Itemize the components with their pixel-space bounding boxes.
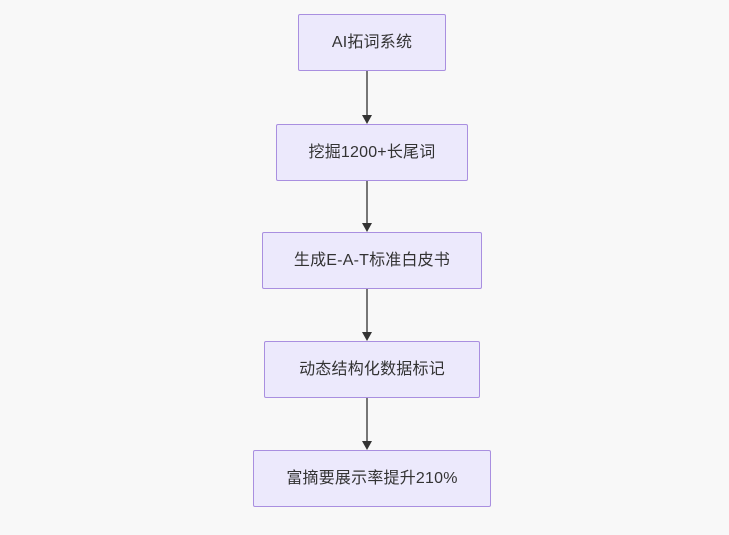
flowchart-node-n2[interactable]: 挖掘1200+长尾词 (276, 124, 468, 181)
arrowhead-icon (362, 115, 372, 124)
arrowhead-icon (362, 332, 372, 341)
edge-line (366, 398, 368, 442)
flowchart-node-n5[interactable]: 富摘要展示率提升210% (253, 450, 491, 507)
arrowhead-icon (362, 223, 372, 232)
arrowhead-icon (362, 441, 372, 450)
edge-n1-n2 (361, 71, 373, 124)
edge-n4-n5 (361, 398, 373, 450)
node-label: AI拓词系统 (331, 33, 413, 51)
node-label: 富摘要展示率提升210% (286, 469, 458, 487)
flowchart-node-n1[interactable]: AI拓词系统 (298, 14, 446, 71)
flowchart-node-n3[interactable]: 生成E-A-T标准白皮书 (262, 232, 482, 289)
edge-n3-n4 (361, 289, 373, 341)
node-label: 动态结构化数据标记 (299, 360, 445, 378)
flowchart-node-n4[interactable]: 动态结构化数据标记 (264, 341, 480, 398)
edge-n2-n3 (361, 181, 373, 232)
edge-line (366, 289, 368, 333)
edge-line (366, 71, 368, 116)
node-label: 挖掘1200+长尾词 (308, 143, 436, 161)
edge-line (366, 181, 368, 224)
node-label: 生成E-A-T标准白皮书 (293, 251, 451, 269)
